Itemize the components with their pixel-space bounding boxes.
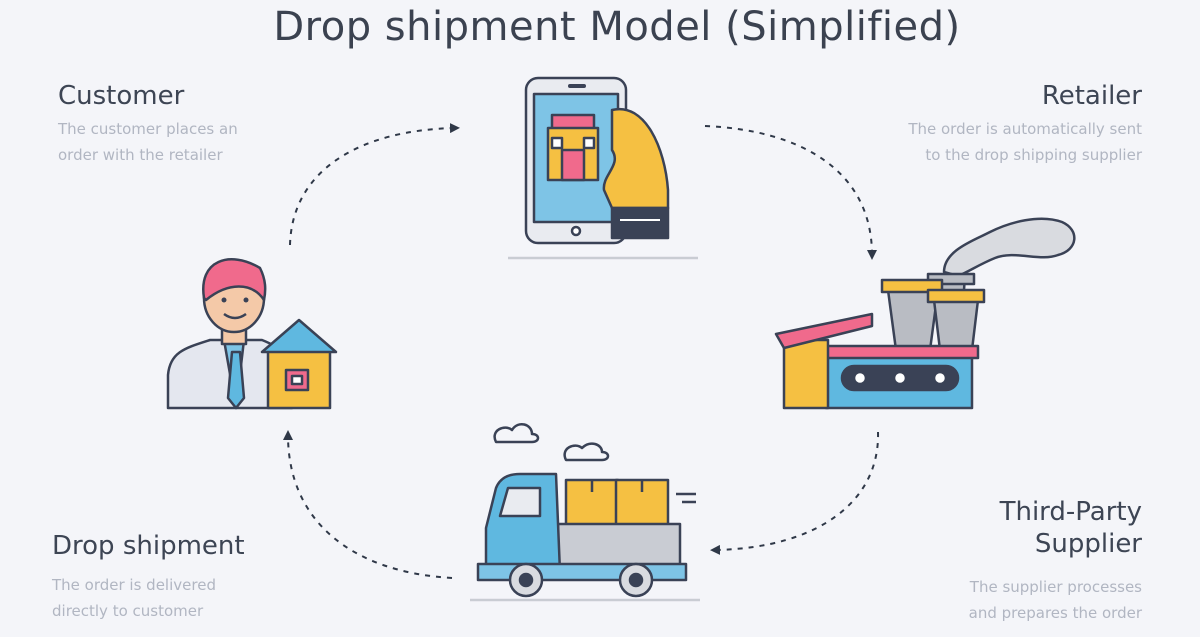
arrow-supplier-to-truck [710, 431, 880, 555]
delivery-truck-icon [470, 422, 700, 602]
dropship-heading: Drop shipment [52, 531, 245, 561]
customer-with-house-icon [166, 258, 338, 410]
supplier-description: The supplier processes and prepares the … [900, 574, 1142, 626]
customer-step-text: Customer The customer places an order wi… [58, 80, 318, 168]
supplier-desc-line-1: The supplier processes [969, 578, 1142, 596]
phone-shop-icon [508, 76, 698, 260]
supplier-heading-line-2: Supplier [1034, 529, 1142, 559]
arrow-retailer-to-supplier [704, 125, 877, 260]
retailer-description: The order is automatically sent to the d… [840, 116, 1142, 168]
retailer-desc-line-2: to the drop shipping supplier [925, 146, 1142, 164]
customer-desc-line-2: order with the retailer [58, 146, 223, 164]
dropship-desc-line-1: The order is delivered [52, 576, 216, 594]
customer-heading: Customer [58, 81, 185, 111]
dropship-step-text: Drop shipment The order is delivered dir… [52, 530, 312, 624]
supplier-step-text: Third-Party Supplier The supplier proces… [900, 496, 1142, 626]
factory-icon [774, 217, 1076, 410]
retailer-step-text: Retailer The order is automatically sent… [840, 80, 1142, 168]
dropship-desc-line-2: directly to customer [52, 602, 204, 620]
supplier-desc-line-2: and prepares the order [968, 604, 1142, 622]
flow-arrows [283, 123, 880, 579]
customer-desc-line-1: The customer places an [58, 120, 238, 138]
customer-description: The customer places an order with the re… [58, 116, 318, 168]
page-title: Drop shipment Model (Simplified) [273, 4, 961, 50]
arrow-truck-to-customer [283, 430, 453, 579]
supplier-heading-line-1: Third-Party [999, 497, 1142, 527]
retailer-heading: Retailer [1041, 81, 1142, 111]
supplier-heading: Third-Party Supplier [900, 496, 1142, 560]
dropship-description: The order is delivered directly to custo… [52, 572, 312, 624]
arrow-customer-to-retailer [289, 123, 460, 246]
retailer-desc-line-1: The order is automatically sent [908, 120, 1142, 138]
